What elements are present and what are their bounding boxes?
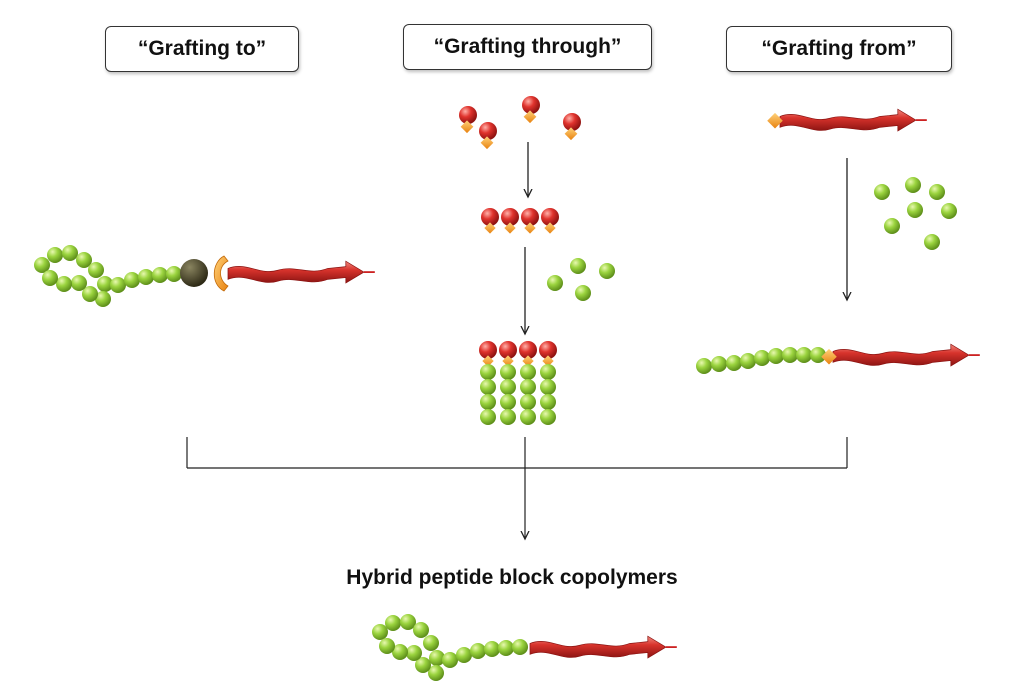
grafting-from-label: “Grafting from” (726, 26, 952, 72)
peptide-helix-product (832, 343, 981, 367)
monomer-beads (874, 177, 957, 250)
grafting-from-text: “Grafting from” (761, 37, 917, 60)
macromonomer-row (481, 208, 559, 234)
brush-side-chains (480, 364, 556, 425)
grafting-from-illustration (696, 108, 981, 374)
grafting-to-label: “Grafting to” (105, 26, 299, 72)
end-group-ball (180, 259, 208, 287)
result-copolymer (372, 614, 678, 681)
grafting-to-text: “Grafting to” (137, 37, 267, 60)
peptide-helix-initiator (779, 108, 928, 132)
peptide-helix (227, 260, 376, 284)
result-peptide-helix (529, 635, 678, 659)
coupling-site (213, 255, 229, 292)
monomers (459, 96, 581, 150)
polymer-chain-loop (34, 245, 182, 307)
grafting-to-illustration (34, 245, 376, 307)
brush-copolymer (479, 341, 557, 425)
result-polymer-chain (372, 614, 528, 681)
grafting-through-label: “Grafting through” (403, 24, 652, 70)
result-title: Hybrid peptide block copolymers (346, 566, 678, 589)
grafting-through-text: “Grafting through” (433, 35, 622, 58)
free-polymer-beads (547, 258, 615, 301)
grown-polymer-chain (696, 347, 826, 374)
grafting-through-illustration (459, 96, 615, 425)
converging-bracket (186, 437, 848, 539)
